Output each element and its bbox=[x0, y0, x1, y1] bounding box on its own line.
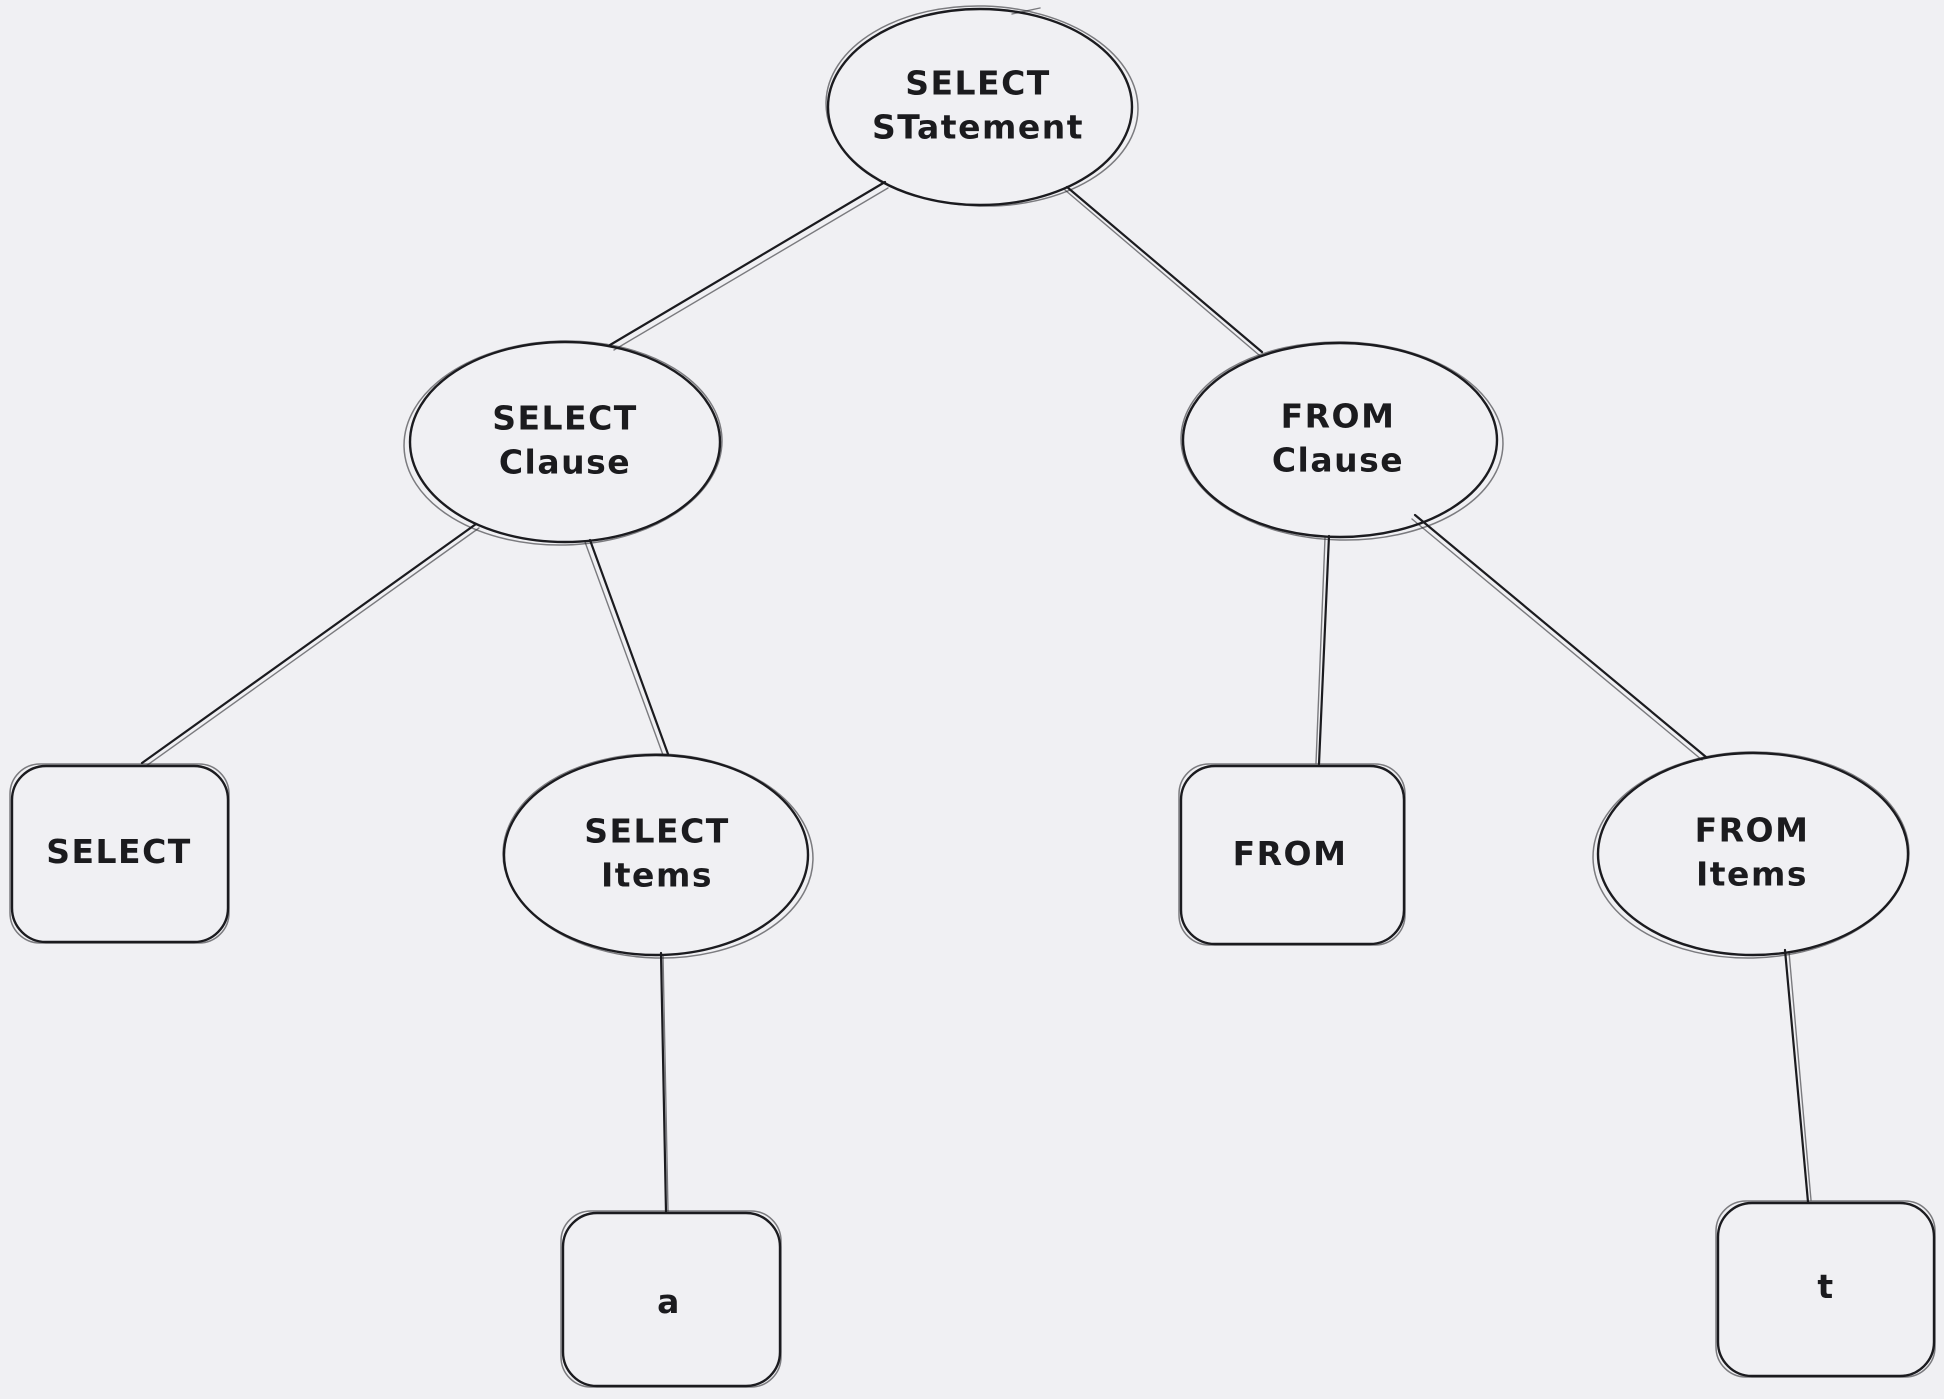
node-item-a-shape[interactable] bbox=[560, 1210, 782, 1388]
rect-outline bbox=[561, 1211, 782, 1388]
node-item-a-label[interactable]: a bbox=[657, 1280, 681, 1324]
ellipse-outline-sketch bbox=[1180, 341, 1504, 541]
ellipse-outline bbox=[408, 340, 722, 544]
node-from-clause-shape[interactable] bbox=[1179, 338, 1505, 543]
node-label-line: FROM bbox=[1232, 834, 1348, 874]
node-label-line: Clause bbox=[498, 442, 632, 481]
rect-outline-sketch bbox=[560, 1210, 782, 1388]
node-select-keyword-shape[interactable] bbox=[9, 763, 230, 944]
ellipse-outline bbox=[1181, 341, 1499, 539]
edge-line-sketch bbox=[1315, 537, 1326, 764]
ellipse-outline-sketch bbox=[502, 753, 814, 959]
node-select-items-shape[interactable] bbox=[500, 750, 815, 962]
node-table-t-label[interactable]: t bbox=[1817, 1265, 1834, 1309]
ellipse-outline-sketch bbox=[825, 5, 1139, 207]
edge-line-sketch bbox=[1411, 518, 1703, 761]
edge-from-clause-to-from-keyword[interactable] bbox=[1315, 534, 1331, 766]
node-label-line: a bbox=[657, 1282, 681, 1322]
node-select-items-label[interactable]: SELECT Items bbox=[584, 809, 730, 896]
node-select-clause-shape[interactable] bbox=[402, 337, 725, 549]
node-label-line: SELECT bbox=[905, 63, 1051, 103]
edge-from-items-to-table-t[interactable] bbox=[1783, 948, 1812, 1204]
edge-line bbox=[1317, 534, 1331, 766]
edge-line bbox=[608, 180, 887, 347]
edge-select-items-to-item-a[interactable] bbox=[659, 951, 669, 1214]
node-from-clause-label[interactable]: FROM Clause bbox=[1272, 394, 1404, 481]
node-from-items-label[interactable]: FROM Items bbox=[1695, 808, 1810, 895]
node-label-line: SELECT bbox=[584, 811, 730, 851]
rect-outline-sketch bbox=[1715, 1200, 1936, 1378]
edge-line bbox=[659, 951, 668, 1214]
rect-outline-sketch bbox=[9, 763, 230, 944]
ellipse-outline bbox=[826, 7, 1134, 207]
pen-tick bbox=[1011, 7, 1041, 15]
edge-line bbox=[1783, 948, 1810, 1204]
ellipse-outline bbox=[1596, 751, 1910, 957]
node-label-line: Clause bbox=[1271, 440, 1405, 479]
edge-line-sketch bbox=[662, 954, 669, 1212]
ellipse-outline bbox=[502, 753, 810, 957]
node-label-line: Items bbox=[1696, 854, 1808, 893]
node-label-line: FROM bbox=[1694, 810, 1810, 850]
edge-line bbox=[140, 522, 478, 765]
node-from-items-shape[interactable] bbox=[1591, 748, 1912, 961]
edge-select-clause-to-select-keyword[interactable] bbox=[140, 522, 480, 767]
edge-select-statement-to-select-clause[interactable] bbox=[608, 180, 889, 351]
node-table-t-shape[interactable] bbox=[1715, 1200, 1936, 1378]
edge-line-sketch bbox=[145, 527, 480, 767]
node-from-keyword-shape[interactable] bbox=[1178, 763, 1406, 946]
edge-select-clause-to-select-items[interactable] bbox=[584, 538, 670, 756]
node-label-line: SELECT bbox=[46, 832, 192, 872]
node-select-statement-shape[interactable] bbox=[823, 2, 1140, 211]
node-label-line: FROM bbox=[1280, 396, 1396, 436]
edge-line-sketch bbox=[613, 187, 889, 351]
edge-line bbox=[1065, 185, 1264, 354]
rect-outline bbox=[10, 764, 230, 944]
ellipse-outline-sketch bbox=[1592, 751, 1910, 959]
node-label-line: SELECT bbox=[492, 398, 638, 438]
edge-line-sketch bbox=[584, 541, 664, 756]
node-label-line: t bbox=[1817, 1267, 1835, 1307]
node-select-clause-label[interactable]: SELECT Clause bbox=[492, 396, 638, 483]
node-select-statement-label[interactable]: SELECT STatement bbox=[872, 61, 1084, 148]
node-select-keyword-label[interactable]: SELECT bbox=[46, 830, 192, 874]
rect-outline bbox=[1716, 1201, 1936, 1378]
rect-outline-sketch bbox=[1178, 763, 1406, 946]
node-label-line: STatement bbox=[872, 107, 1084, 146]
edge-line bbox=[1413, 513, 1708, 759]
edge-select-statement-to-from-clause[interactable] bbox=[1064, 185, 1264, 356]
ellipse-outline-sketch bbox=[403, 340, 723, 546]
edge-line bbox=[588, 538, 670, 756]
edge-line-sketch bbox=[1064, 189, 1260, 356]
edge-line-sketch bbox=[1788, 951, 1812, 1201]
node-from-keyword-label[interactable]: FROM bbox=[1233, 832, 1348, 876]
node-label-line: Items bbox=[601, 855, 713, 894]
edge-from-clause-to-from-items[interactable] bbox=[1411, 513, 1708, 761]
rect-outline bbox=[1179, 764, 1406, 946]
